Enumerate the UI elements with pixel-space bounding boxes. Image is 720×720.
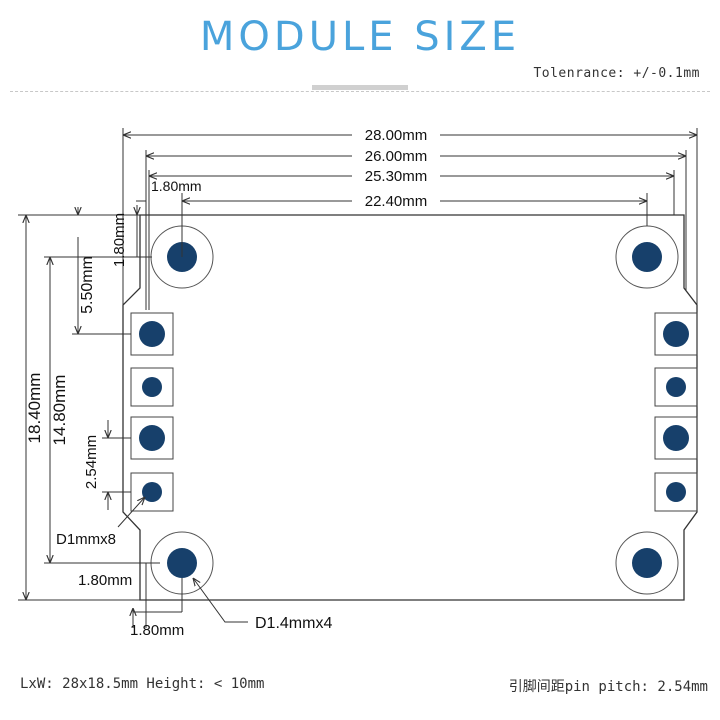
header-divider-accent xyxy=(312,85,408,90)
pin-left-1 xyxy=(130,312,174,356)
header-divider xyxy=(10,91,710,92)
dim-width-inner: 26.00mm xyxy=(365,148,428,165)
dim-height-pins: 14.80mm xyxy=(50,375,69,446)
dim-width-overall: 28.00mm xyxy=(365,127,428,144)
dim-hole-offset-x-top: 1.80mm xyxy=(151,178,202,194)
extension-lines-left xyxy=(18,214,160,601)
pin-right-3 xyxy=(654,416,698,460)
callout-leader-mount xyxy=(193,578,248,623)
footer-pitch-info: 引脚间距pin pitch: 2.54mm xyxy=(508,679,708,695)
mount-hole-top-right xyxy=(615,225,679,289)
pin-left-3 xyxy=(130,416,174,460)
dim-hole-offset-x-bottom: 1.80mm xyxy=(130,622,184,639)
callout-leader-pin xyxy=(117,497,145,528)
dim-height-overall: 18.40mm xyxy=(25,373,44,444)
pin-left-2 xyxy=(130,367,174,407)
dim-pin-pitch: 2.54mm xyxy=(83,435,100,489)
pin-right-4 xyxy=(654,472,698,512)
dim-notch: 5.50mm xyxy=(79,256,96,314)
dim-hole-offset-y-bottom: 1.80mm xyxy=(78,572,132,589)
page-title: MODULE SIZE xyxy=(199,14,521,60)
footer-size-info: LxW: 28x18.5mm Height: < 10mm xyxy=(20,676,265,692)
dim-hole-offset-y-top: 1.80mm xyxy=(111,213,128,267)
pin-right-1 xyxy=(654,312,698,356)
tolerance-label: Tolenrance: +/-0.1mm xyxy=(533,66,700,81)
dim-width-pins: 25.30mm xyxy=(365,168,428,185)
callout-mount-holes: D1.4mmx4 xyxy=(255,615,332,632)
pin-right-2 xyxy=(654,367,698,407)
dim-hole-spacing: 22.40mm xyxy=(365,193,428,210)
mount-hole-bottom-right xyxy=(615,531,679,595)
callout-pin-holes: D1mmx8 xyxy=(56,531,116,548)
